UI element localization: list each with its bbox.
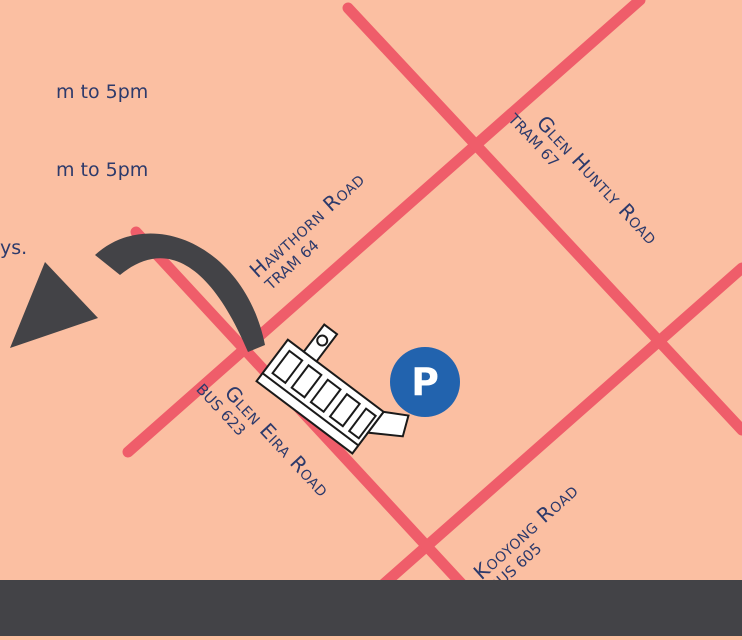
road-hawthorn xyxy=(122,0,646,458)
parking-icon[interactable]: P xyxy=(390,347,460,417)
road-glen-huntly-east xyxy=(354,262,742,611)
opening-hours: m to 5pm m to 5pm ys. xyxy=(0,27,148,313)
parking-label: P xyxy=(411,360,439,404)
hours-line-3: ys. xyxy=(0,237,28,259)
town-hall-building-icon xyxy=(255,323,410,455)
hours-line-1: m to 5pm xyxy=(56,81,149,103)
footer-bar xyxy=(0,580,742,636)
curved-arrow-left-icon xyxy=(10,233,265,352)
road-glen-eira xyxy=(130,226,514,640)
road-cross-north xyxy=(342,2,742,436)
hours-line-2: m to 5pm xyxy=(56,159,149,181)
